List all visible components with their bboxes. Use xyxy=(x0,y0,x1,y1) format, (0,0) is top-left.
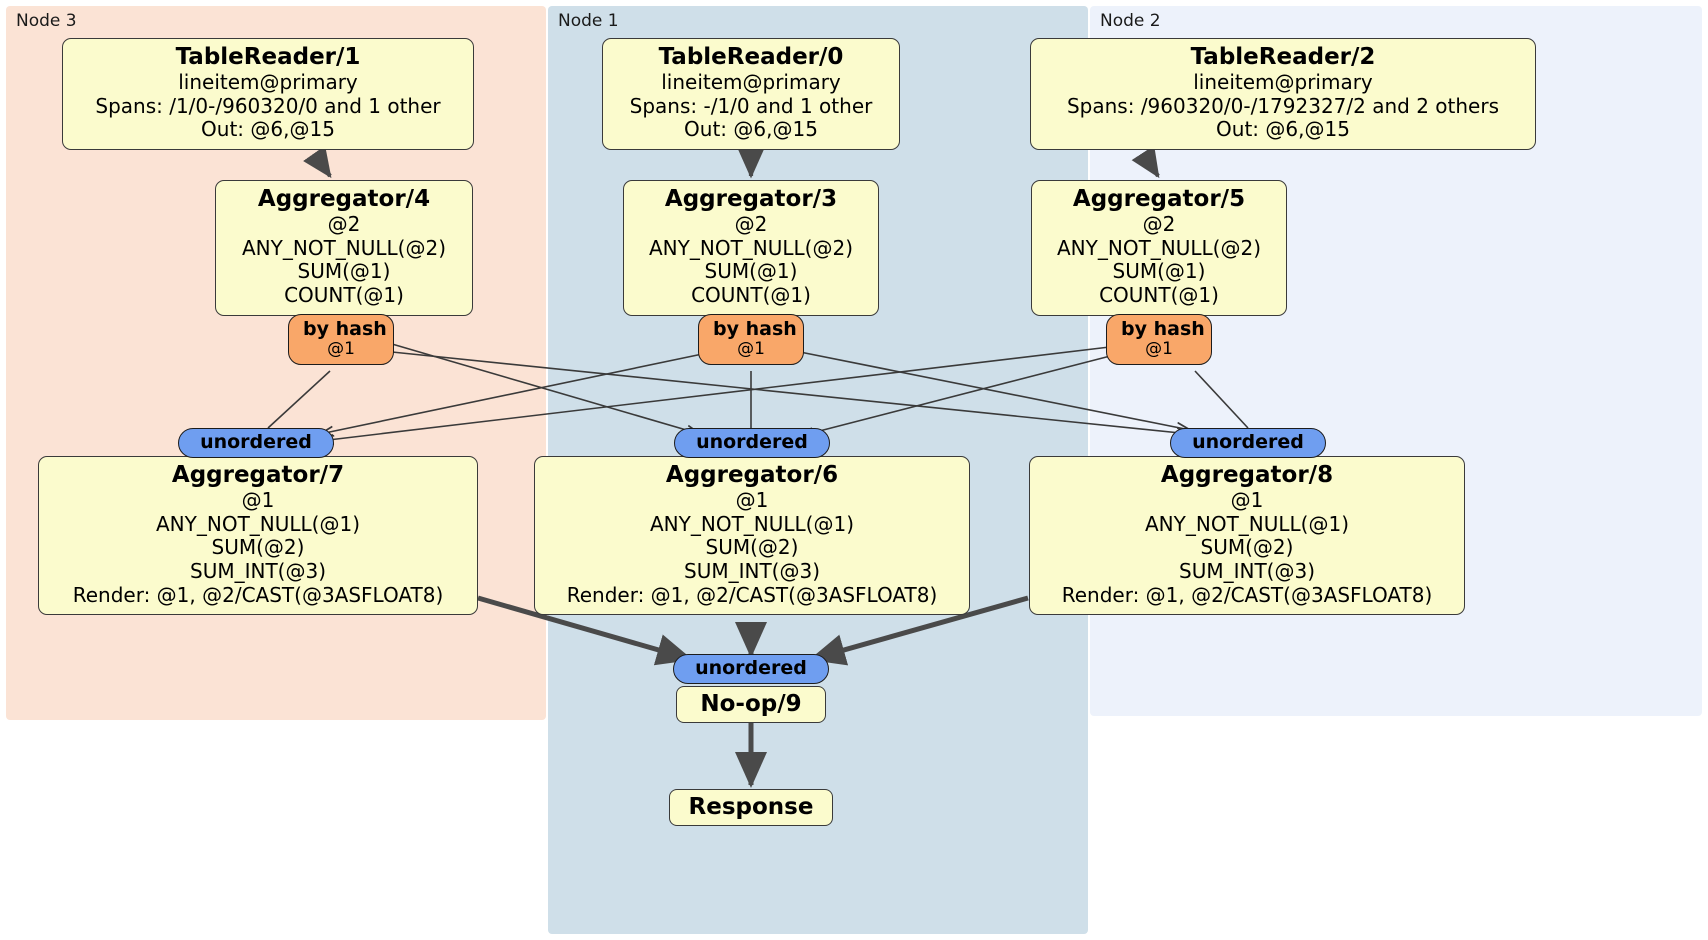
processor-detail-line: COUNT(@1) xyxy=(691,282,811,307)
processor-detail-line: @2 xyxy=(734,212,768,237)
processor-detail-line: @1 xyxy=(735,488,769,513)
processor-detail-line: Spans: /1/0-/960320/0 and 1 other xyxy=(95,93,441,118)
processor-detail-line: SUM(@2) xyxy=(705,535,799,560)
processor-aggregator-8[interactable]: Aggregator/8 @1 ANY_NOT_NULL(@1) SUM(@2)… xyxy=(1029,456,1465,616)
processor-detail-line: Out: @6,@15 xyxy=(684,117,818,142)
processor-response[interactable]: Response xyxy=(669,789,833,827)
processor-title: Aggregator/8 xyxy=(1160,462,1334,488)
processor-detail-line: lineitem@primary xyxy=(178,70,358,95)
processor-detail-line: ANY_NOT_NULL(@1) xyxy=(650,511,854,536)
processor-title: Aggregator/4 xyxy=(257,186,431,212)
processor-detail-line: ANY_NOT_NULL(@2) xyxy=(649,235,853,260)
processor-detail-line: Render: @1, @2/CAST(@3ASFLOAT8) xyxy=(566,582,938,607)
router-title: unordered xyxy=(695,657,807,679)
processor-aggregator-4[interactable]: Aggregator/4 @2 ANY_NOT_NULL(@2) SUM(@1)… xyxy=(215,180,473,316)
router-by-hash-node1[interactable]: by hash @1 xyxy=(698,314,804,366)
router-title: by hash xyxy=(1121,318,1205,340)
processor-detail-line: SUM(@1) xyxy=(704,259,798,284)
processor-title: TableReader/0 xyxy=(658,44,844,70)
router-unordered-node2[interactable]: unordered xyxy=(1170,428,1326,459)
processor-noop-9[interactable]: No-op/9 xyxy=(676,686,826,724)
router-by-hash-node2[interactable]: by hash @1 xyxy=(1106,314,1212,366)
panel-node2-label: Node 2 xyxy=(1100,11,1161,31)
processor-tablereader-1[interactable]: TableReader/1 lineitem@primary Spans: /1… xyxy=(62,38,474,150)
processor-title: TableReader/1 xyxy=(175,44,361,70)
processor-detail-line: Spans: -/1/0 and 1 other xyxy=(629,93,873,118)
router-unordered-node3[interactable]: unordered xyxy=(178,428,334,459)
processor-detail-line: COUNT(@1) xyxy=(284,282,404,307)
processor-detail-line: @1 xyxy=(241,488,275,513)
processor-detail-line: SUM(@1) xyxy=(297,259,391,284)
processor-detail-line: SUM(@1) xyxy=(1112,259,1206,284)
processor-title: Aggregator/5 xyxy=(1072,186,1246,212)
panel-node1-label: Node 1 xyxy=(558,11,619,31)
processor-aggregator-3[interactable]: Aggregator/3 @2 ANY_NOT_NULL(@2) SUM(@1)… xyxy=(623,180,879,316)
processor-detail-line: ANY_NOT_NULL(@2) xyxy=(1057,235,1261,260)
processor-detail-line: SUM(@2) xyxy=(1200,535,1294,560)
processor-detail-line: @2 xyxy=(1142,212,1176,237)
router-title: unordered xyxy=(1192,431,1304,453)
processor-title: Aggregator/3 xyxy=(664,186,838,212)
processor-tablereader-2[interactable]: TableReader/2 lineitem@primary Spans: /9… xyxy=(1030,38,1536,150)
router-title: by hash xyxy=(713,318,797,340)
processor-detail-line: SUM_INT(@3) xyxy=(1179,558,1315,583)
processor-title: No-op/9 xyxy=(700,691,802,717)
processor-detail-line: SUM(@2) xyxy=(211,535,305,560)
processor-detail-line: @1 xyxy=(1230,488,1264,513)
processor-title: Aggregator/6 xyxy=(665,462,839,488)
router-by-hash-node3[interactable]: by hash @1 xyxy=(288,314,394,366)
panel-node3-label: Node 3 xyxy=(16,11,77,31)
processor-detail-line: SUM_INT(@3) xyxy=(190,558,326,583)
processor-detail-line: Out: @6,@15 xyxy=(1216,117,1350,142)
processor-tablereader-0[interactable]: TableReader/0 lineitem@primary Spans: -/… xyxy=(602,38,900,150)
router-title: unordered xyxy=(696,431,808,453)
processor-detail-line: ANY_NOT_NULL(@1) xyxy=(1145,511,1349,536)
processor-detail-line: Render: @1, @2/CAST(@3ASFLOAT8) xyxy=(72,582,444,607)
processor-detail-line: ANY_NOT_NULL(@1) xyxy=(156,511,360,536)
processor-aggregator-7[interactable]: Aggregator/7 @1 ANY_NOT_NULL(@1) SUM(@2)… xyxy=(38,456,478,616)
processor-title: Response xyxy=(688,794,814,820)
router-subtitle: @1 xyxy=(737,339,765,360)
router-unordered-final[interactable]: unordered xyxy=(673,654,829,685)
router-unordered-node1[interactable]: unordered xyxy=(674,428,830,459)
processor-detail-line: ANY_NOT_NULL(@2) xyxy=(242,235,446,260)
processor-detail-line: Spans: /960320/0-/1792327/2 and 2 others xyxy=(1066,93,1499,118)
router-subtitle: @1 xyxy=(327,339,355,360)
processor-detail-line: @2 xyxy=(327,212,361,237)
router-title: unordered xyxy=(200,431,312,453)
processor-detail-line: SUM_INT(@3) xyxy=(684,558,820,583)
processor-title: TableReader/2 xyxy=(1190,44,1376,70)
processor-detail-line: lineitem@primary xyxy=(661,70,841,95)
router-title: by hash xyxy=(303,318,387,340)
processor-aggregator-5[interactable]: Aggregator/5 @2 ANY_NOT_NULL(@2) SUM(@1)… xyxy=(1031,180,1287,316)
processor-detail-line: lineitem@primary xyxy=(1193,70,1373,95)
processor-detail-line: Out: @6,@15 xyxy=(201,117,335,142)
processor-aggregator-6[interactable]: Aggregator/6 @1 ANY_NOT_NULL(@1) SUM(@2)… xyxy=(534,456,970,616)
router-subtitle: @1 xyxy=(1145,339,1173,360)
processor-detail-line: Render: @1, @2/CAST(@3ASFLOAT8) xyxy=(1061,582,1433,607)
processor-title: Aggregator/7 xyxy=(171,462,345,488)
processor-detail-line: COUNT(@1) xyxy=(1099,282,1219,307)
